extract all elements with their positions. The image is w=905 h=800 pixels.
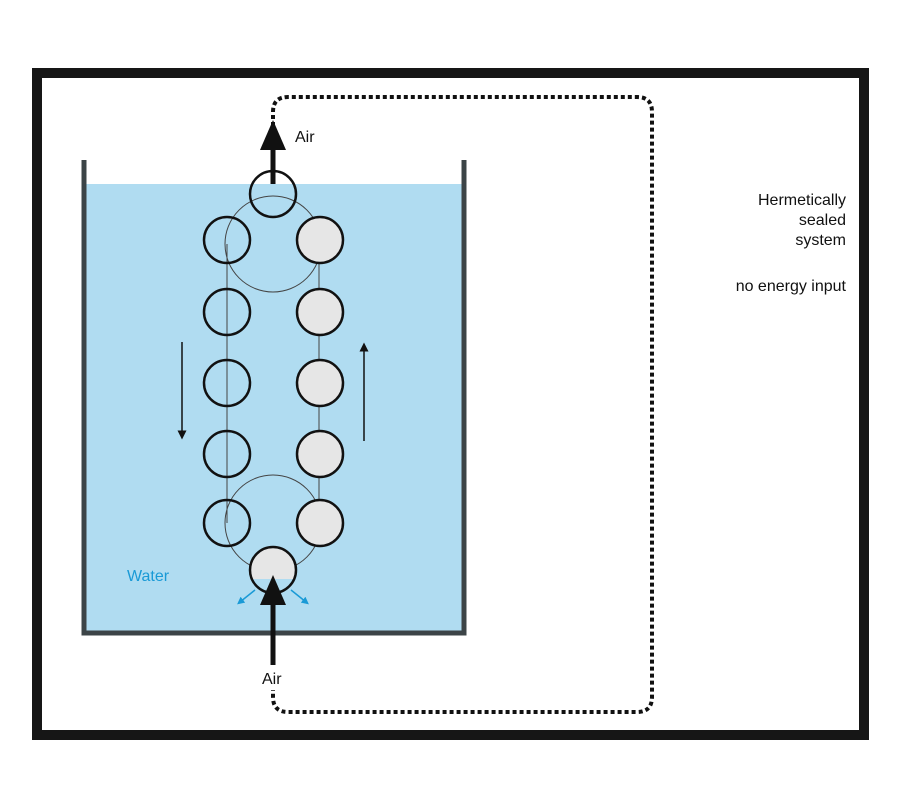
float-empty xyxy=(202,215,252,265)
air-label-bottom: Air xyxy=(262,671,282,688)
bubble-arrow-right xyxy=(290,589,309,605)
sealed-system-line2: sealed xyxy=(799,212,846,229)
air-label-top: Air xyxy=(295,129,315,146)
right-floats xyxy=(295,215,345,548)
left-floats xyxy=(202,215,252,548)
float-filled xyxy=(295,287,345,337)
hermetic-frame xyxy=(32,68,869,740)
bubble-arrow-left xyxy=(237,589,256,605)
air-up-arrow-top xyxy=(260,120,286,184)
sealed-system-line1: Hermetically xyxy=(758,192,846,209)
arrow-up-icon xyxy=(260,120,286,150)
float-filled xyxy=(295,498,345,548)
float-filled xyxy=(295,429,345,479)
float-empty xyxy=(202,498,252,548)
float-empty xyxy=(202,287,252,337)
air-up-arrow-bottom xyxy=(260,575,286,665)
float-filled xyxy=(295,215,345,265)
sealed-system-line3: system xyxy=(795,232,846,249)
water-label: Water xyxy=(127,568,170,585)
arrow-up-icon xyxy=(260,575,286,605)
float-empty xyxy=(202,358,252,408)
no-energy-input-label: no energy input xyxy=(736,278,847,295)
float-empty xyxy=(202,429,252,479)
float-filled xyxy=(295,358,345,408)
air-return-pipe xyxy=(271,95,654,714)
